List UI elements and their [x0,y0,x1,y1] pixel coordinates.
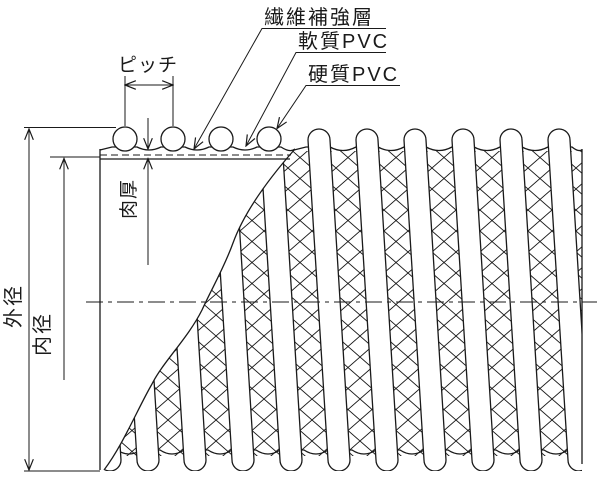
hard-pvc-label: 硬質PVC [308,63,399,86]
soft-pvc-leader [246,52,386,147]
fiber-layer-leader [194,28,386,150]
soft-pvc-label: 軟質PVC [298,30,389,53]
wire-circle [160,126,186,152]
wire-circle [112,126,138,152]
spiral-wire-cross-sections [112,126,282,152]
inner-diameter-label: 内径 [31,312,54,356]
fiber-layer-label: 繊維補強層 [264,6,374,29]
wire-circle [208,126,234,152]
spiral-rib [451,128,495,471]
wall-thickness-label: 肉厚 [118,179,140,219]
spiral-rib [547,128,582,471]
pitch-label: ピッチ [118,55,178,76]
spiral-rib [403,128,447,471]
dimension-lines [24,28,400,472]
hard-pvc-leader [277,85,400,129]
outer-diameter-label: 外径 [2,284,25,328]
break-line [103,148,296,471]
spiral-rib [307,128,351,471]
diagram-labels: 繊維補強層 軟質PVC 硬質PVC ピッチ 肉厚 外径 内径 [2,6,399,356]
spiral-rib [355,128,399,471]
wire-circle [256,126,282,152]
spiral-rib [499,128,543,471]
